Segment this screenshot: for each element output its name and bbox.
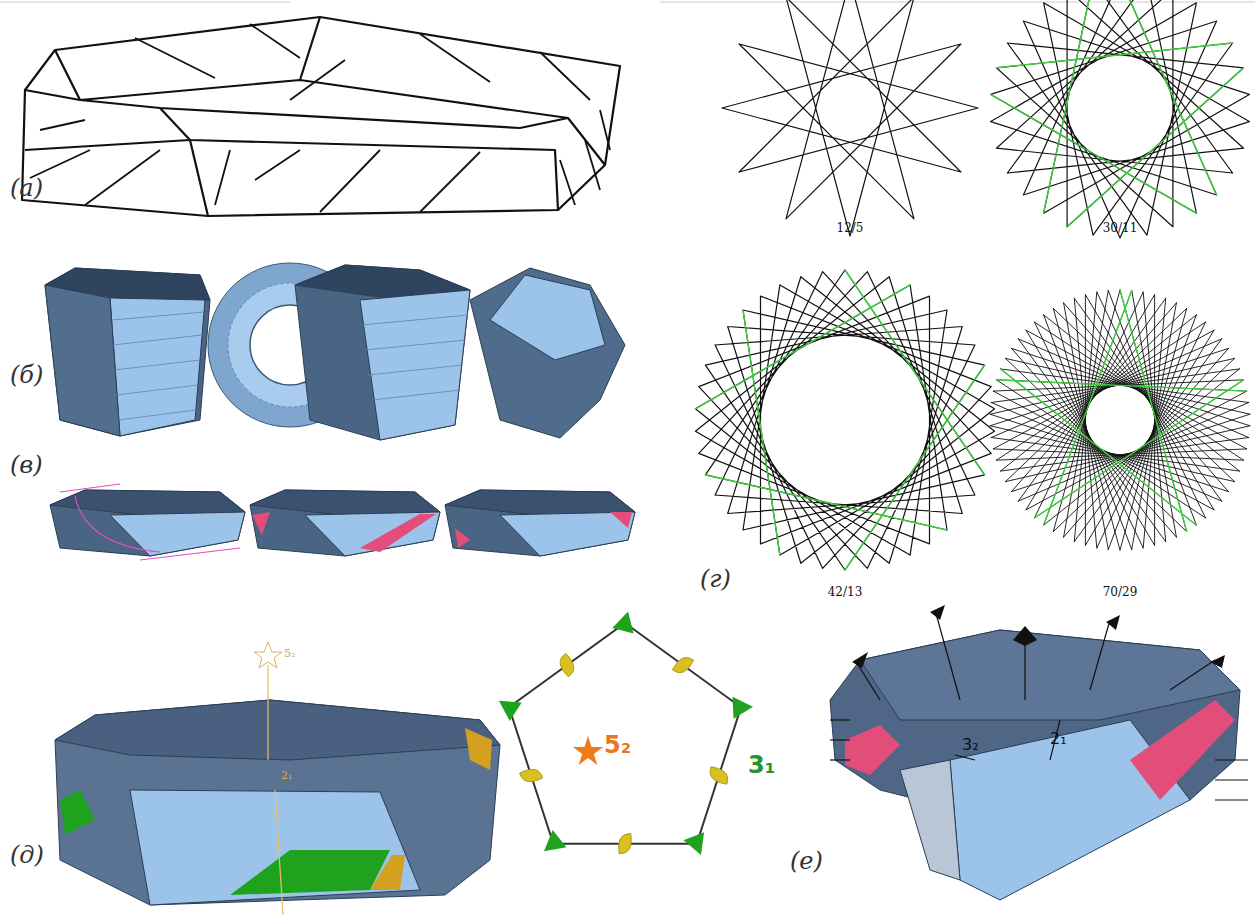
panel-letter: (в) — [10, 452, 43, 478]
twofold-symbol — [518, 763, 545, 788]
twofold-symbol — [557, 653, 577, 678]
panel-letter: (е) — [790, 848, 823, 874]
threefold-symbol — [537, 830, 566, 860]
symmetry-label: 5₂ — [284, 648, 295, 660]
star-highlight — [996, 290, 1246, 532]
fivefold-symbol — [573, 736, 603, 765]
panel-letter: (д) — [10, 842, 44, 868]
star-polygon — [990, 290, 1250, 550]
symmetry-label: 3₂ — [962, 736, 979, 754]
star-polygon — [991, 0, 1250, 238]
threefold-symbol — [612, 609, 638, 634]
panel-letter: (г) — [700, 566, 731, 592]
twofold-symbol — [671, 657, 694, 674]
symmetry-label: 2₁ — [281, 770, 292, 782]
panel-letter: (а) — [10, 175, 43, 201]
star-polygon — [695, 270, 994, 570]
threefold-symbol — [684, 832, 712, 859]
pentagon-outline — [509, 623, 741, 844]
symmetry-label: 30/11 — [1103, 222, 1138, 235]
threefold-symbol — [493, 692, 522, 721]
symmetry-label: 12/5 — [837, 222, 864, 235]
star-highlight — [695, 270, 984, 570]
symmetry-label: 3₁ — [748, 752, 775, 778]
symmetry-label: 5₂ — [604, 732, 631, 758]
symmetry-label: 42/13 — [828, 586, 863, 599]
panel-letter: (б) — [10, 362, 43, 388]
twofold-symbol — [612, 831, 639, 857]
star-highlight — [991, 0, 1244, 227]
symmetry-label: 2₁ — [1050, 730, 1067, 748]
twofold-symbol — [708, 762, 730, 788]
threefold-symbol — [732, 696, 753, 719]
symmetry-label: 70/29 — [1103, 586, 1138, 599]
star-polygon — [722, 0, 978, 236]
